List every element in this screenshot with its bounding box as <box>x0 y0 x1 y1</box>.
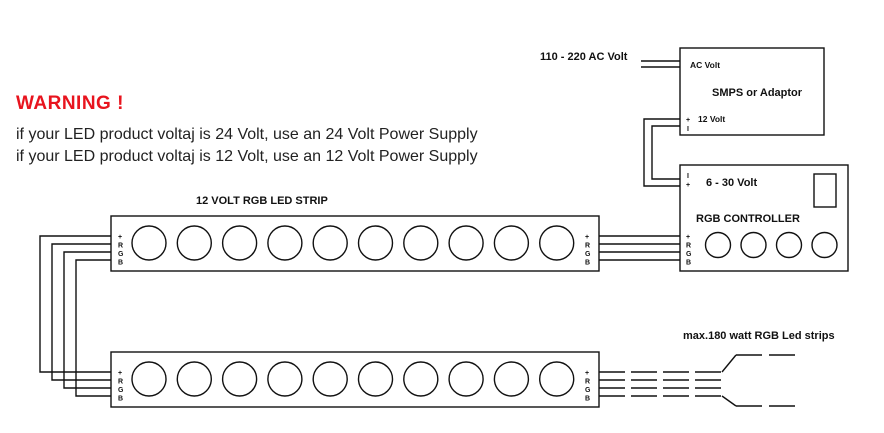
top-left-pin-2: G <box>118 251 124 258</box>
warning-line-12v: if your LED product voltaj is 12 Volt, u… <box>16 148 478 165</box>
top-right-pin-0: + <box>585 234 589 241</box>
smps-out-label: 12 Volt <box>698 114 725 124</box>
controller-pin-2: G <box>686 251 692 258</box>
bottom-led-4 <box>312 361 348 397</box>
controller-in-plus: + <box>686 182 690 189</box>
ext-branch-down <box>721 395 737 407</box>
left-wire-3 <box>75 259 111 397</box>
bottom-led-9 <box>539 361 575 397</box>
bottom-strip <box>110 351 600 408</box>
top-strip-leds <box>131 225 575 261</box>
top-right-pin-3: B <box>585 260 590 267</box>
top-strip <box>110 215 600 272</box>
bottom-right-pin-1: R <box>585 379 590 386</box>
top-led-7 <box>448 225 484 261</box>
controller-in-minus: I <box>687 173 689 180</box>
extension-label: max.180 watt RGB Led strips <box>683 330 835 342</box>
top-right-pin-1: R <box>585 243 590 250</box>
top-led-5 <box>357 225 394 261</box>
top-strip-label: 12 VOLT RGB LED STRIP <box>196 195 328 207</box>
top-to-controller-wires <box>599 235 680 261</box>
ext-branch-up <box>721 354 737 373</box>
bottom-led-5 <box>357 361 394 397</box>
smps-ac-label: AC Volt <box>690 60 720 70</box>
dc-wire-plus <box>643 118 680 187</box>
bottom-left-pin-2: G <box>118 387 124 394</box>
controller-box <box>679 164 849 272</box>
bottom-right-pin-2: G <box>585 387 591 394</box>
bottom-led-6 <box>403 361 439 397</box>
controller-buttons <box>704 231 838 259</box>
smps-out-plus: + <box>686 117 690 124</box>
controller-pin-0: + <box>686 234 690 241</box>
left-link-wires <box>39 235 111 397</box>
controller-display <box>813 173 837 208</box>
controller-button-3 <box>811 231 838 259</box>
warning-line-24v: if your LED product voltaj is 24 Volt, u… <box>16 126 478 143</box>
warning-title: WARNING ! <box>16 93 124 114</box>
top-led-8 <box>493 225 530 261</box>
left-wire-2 <box>63 251 111 389</box>
controller-pins: + RGB <box>686 234 692 267</box>
bottom-right-pin-3: B <box>585 396 590 403</box>
ac-input-label: 110 - 220 AC Volt <box>540 51 628 63</box>
top-led-0 <box>131 225 167 261</box>
controller-button-2 <box>775 231 803 259</box>
top-led-6 <box>403 225 439 261</box>
bottom-strip-leds <box>131 361 575 397</box>
bottom-right-pin-0: + <box>585 370 589 377</box>
smps-title: SMPS or Adaptor <box>712 87 803 99</box>
bottom-led-3 <box>267 361 303 397</box>
smps-box <box>679 47 825 136</box>
top-led-3 <box>267 225 303 261</box>
controller-pin-1: R <box>686 243 691 250</box>
top-left-pin-0: + <box>118 234 122 241</box>
top-led-2 <box>221 225 258 261</box>
bottom-strip-pins-right: + RGB <box>585 370 591 403</box>
bottom-led-1 <box>176 361 213 397</box>
top-left-pin-1: R <box>118 243 123 250</box>
controller-pin-3: B <box>686 260 691 267</box>
top-right-pin-2: G <box>585 251 591 258</box>
top-led-4 <box>312 225 348 261</box>
bottom-left-pin-1: R <box>118 379 123 386</box>
top-left-pin-3: B <box>118 260 123 267</box>
top-led-9 <box>539 225 575 261</box>
top-strip-pins-right: + RGB <box>585 234 591 267</box>
bottom-led-0 <box>131 361 167 397</box>
controller-button-0 <box>704 231 732 259</box>
bottom-led-8 <box>493 361 530 397</box>
extension-wires <box>599 354 800 407</box>
bottom-strip-pins-left: + RGB <box>118 370 124 403</box>
controller-voltage-label: 6 - 30 Volt <box>706 177 757 189</box>
smps-out-minus: I <box>687 126 689 133</box>
bottom-led-2 <box>221 361 258 397</box>
bottom-left-pin-0: + <box>118 370 122 377</box>
dc-wire-minus <box>651 125 680 180</box>
controller-title: RGB CONTROLLER <box>696 213 800 225</box>
controller-button-1 <box>740 231 767 259</box>
top-strip-pins-left: + RGB <box>118 234 124 267</box>
bottom-left-pin-3: B <box>118 396 123 403</box>
left-wire-1 <box>51 243 111 381</box>
top-led-1 <box>176 225 213 261</box>
bottom-led-7 <box>448 361 484 397</box>
